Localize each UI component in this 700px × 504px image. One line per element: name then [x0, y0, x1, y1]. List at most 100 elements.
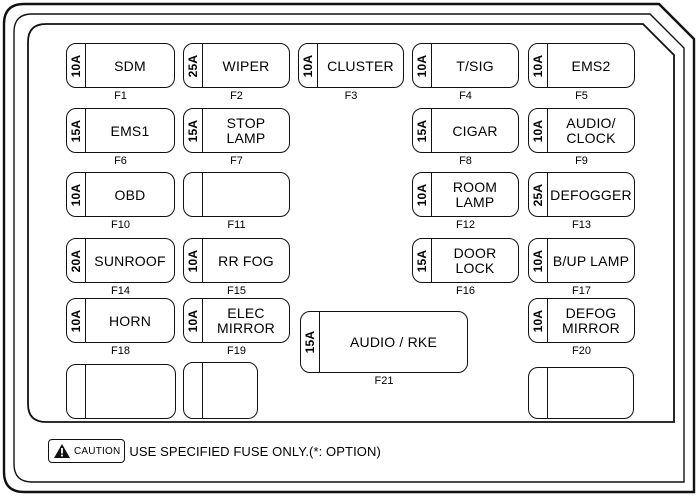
fuse-rating: 15A [69, 119, 83, 142]
fuse-rating: 10A [415, 183, 429, 206]
fuse-rating-slot: 10A [529, 299, 548, 342]
fuse-id-label: F10 [111, 219, 130, 231]
fuse-name: EMS2 [571, 57, 611, 74]
fuse-f19: 10A ELEC MIRROR [183, 298, 290, 343]
fuse-rating: 10A [186, 309, 200, 332]
fuse-name: OBD [114, 186, 146, 203]
fuse-id-label: F9 [575, 155, 588, 167]
caution-text: USE SPECIFIED FUSE ONLY.(*: OPTION) [129, 443, 381, 459]
fuse-name: DEFOGGER [550, 186, 632, 203]
fuse-rating-slot: 10A [67, 44, 86, 87]
fuse-name [86, 365, 175, 418]
fuse-rating: 10A [301, 54, 315, 77]
caution-badge: CAUTION [48, 439, 126, 463]
fuse-rating: 15A [415, 119, 429, 142]
fuse-rating-slot: 10A [529, 44, 548, 87]
fuse-rating-slot: 10A [184, 239, 203, 282]
fuse-name: ROOM LAMP [452, 178, 498, 210]
spare-fuse-slot [183, 362, 258, 419]
spare-fuse-slot [66, 364, 176, 419]
fuse-name: ELEC MIRROR [217, 304, 275, 336]
fuse-id-label: F6 [114, 155, 127, 167]
fuse-f12: 10A ROOM LAMP [412, 172, 519, 217]
fuse-f13: 25A DEFOGGER [528, 172, 635, 217]
fuse-f10: 10A OBD [66, 172, 175, 217]
fuse-name: T/SIG [456, 57, 494, 74]
fuse-id-label: F15 [227, 285, 246, 297]
fuse-id-label: F20 [572, 345, 591, 357]
fuse-name: CIGAR [452, 122, 498, 139]
fuse-rating: 15A [415, 249, 429, 272]
fuse-rating-slot: 15A [67, 109, 86, 152]
fuse-id-label: F2 [230, 90, 243, 102]
fuse-rating: 25A [531, 183, 545, 206]
fuse-rating: 25A [186, 54, 200, 77]
fuse-rating: 10A [69, 54, 83, 77]
fuse-f18: 10A HORN [66, 298, 175, 343]
caution-notice: CAUTION USE SPECIFIED FUSE ONLY.(*: OPTI… [48, 438, 381, 464]
fuse-rating: 15A [303, 330, 317, 354]
fuse-name: EMS1 [110, 122, 150, 139]
fuse-rating: 10A [69, 309, 83, 332]
fuse-rating-slot: 10A [529, 109, 548, 152]
fuse-id-label: F18 [111, 345, 130, 357]
fuse-id-label: F11 [227, 219, 246, 231]
fuse-rating: 10A [415, 54, 429, 77]
fuse-f9: 10A AUDIO/ CLOCK [528, 108, 635, 153]
fuse-id-label: F5 [575, 90, 588, 102]
fuse-name [548, 368, 633, 418]
fuse-name: CLUSTER [327, 57, 394, 74]
fuse-id-label: F19 [227, 345, 246, 357]
fuse-id-label: F3 [344, 90, 358, 102]
fuse-f1: 10A SDM [66, 43, 175, 88]
fuse-rating-slot: 10A [529, 239, 548, 282]
fuse-f7: 15A STOP LAMP [183, 108, 290, 153]
fuse-f14: 20A SUNROOF [66, 238, 175, 283]
fuse-rating-slot [184, 363, 203, 418]
fuse-rating: 10A [69, 183, 83, 206]
fuse-name: RR FOG [218, 252, 274, 269]
fuse-rating-slot: 15A [184, 109, 203, 152]
fuse-rating-slot [67, 365, 86, 418]
fuse-id-label: F1 [114, 90, 127, 102]
fuse-rating-slot [184, 173, 203, 216]
fuse-id-label: F8 [459, 155, 472, 167]
fuse-rating-slot: 25A [184, 44, 203, 87]
fuse-rating: 10A [186, 249, 200, 272]
fuse-id-label: F7 [230, 155, 243, 167]
fuse-rating-slot: 15A [413, 109, 432, 152]
fuse-rating-slot: 10A [413, 173, 432, 216]
fuse-rating-slot: 15A [413, 239, 432, 282]
fuse-name: SUNROOF [94, 252, 166, 269]
fuse-rating: 15A [186, 119, 200, 142]
fuse-id-label: F21 [374, 375, 394, 387]
fuse-name: B/UP LAMP [552, 252, 630, 269]
fuse-rating-slot: 25A [529, 173, 548, 216]
fuse-rating-slot: 15A [301, 312, 320, 372]
fuse-rating-slot: 10A [413, 44, 432, 87]
warning-triangle-icon [54, 444, 70, 458]
fuse-id-label: F16 [456, 285, 475, 297]
fuse-rating: 10A [531, 309, 545, 332]
fuse-f3: 10A CLUSTER [298, 43, 404, 88]
fuse-name: DOOR LOCK [453, 244, 497, 276]
fuse-name [203, 363, 257, 418]
fuse-f15: 10A RR FOG [183, 238, 290, 283]
fuse-name: SDM [114, 57, 146, 74]
fuse-id-label: F17 [572, 285, 591, 297]
fuse-id-label: F4 [459, 90, 472, 102]
fuse-name: HORN [108, 312, 152, 329]
fuse-name [203, 173, 289, 216]
spare-fuse-slot [528, 367, 634, 419]
fuse-rating-slot: 10A [67, 173, 86, 216]
fuse-name: STOP LAMP [226, 114, 266, 146]
fuse-name: AUDIO/ CLOCK [566, 114, 616, 146]
fuse-f16: 15A DOOR LOCK [412, 238, 519, 283]
fuse-f8: 15A CIGAR [412, 108, 519, 153]
fuse-rating: 20A [69, 249, 83, 272]
fuse-name: DEFOG MIRROR [562, 304, 620, 336]
